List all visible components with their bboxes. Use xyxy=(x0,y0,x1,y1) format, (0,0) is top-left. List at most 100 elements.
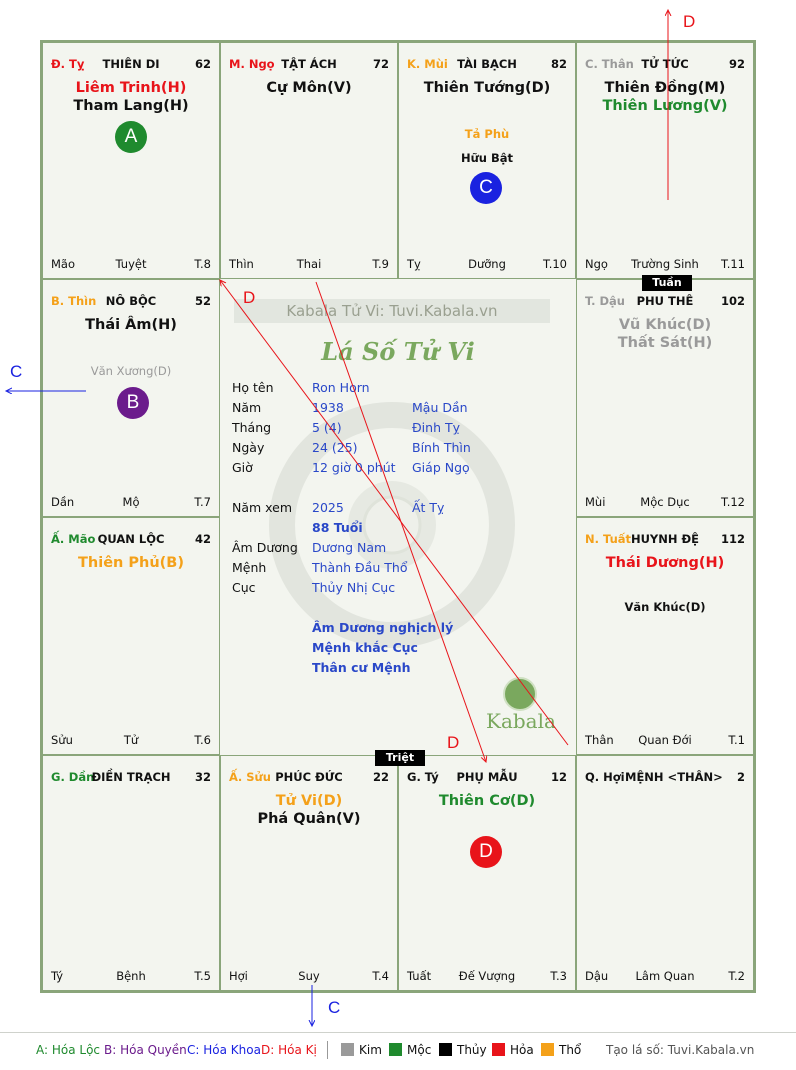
palace-branch: Ấ. Mão xyxy=(51,532,96,546)
stage-branch: Hợi xyxy=(229,969,248,983)
main-star: Vũ Khúc(D) xyxy=(618,317,712,333)
palace-age: 22 xyxy=(372,770,389,784)
palace-branch: T. Dậu xyxy=(585,294,625,308)
legend-tho: Thổ xyxy=(541,1043,581,1057)
chart-title: Lá Số Tử Vi xyxy=(321,337,475,366)
hoa-khoa-marker: C xyxy=(470,172,502,204)
stage-month: T.3 xyxy=(550,969,567,983)
stage-month: T.2 xyxy=(728,969,745,983)
thuy-swatch-icon xyxy=(439,1043,452,1056)
main-star: Liêm Trinh(H) xyxy=(75,80,187,96)
kabala-brand: Kabala xyxy=(486,709,556,733)
info-label: Ngày xyxy=(232,440,265,455)
palace-age: 102 xyxy=(720,294,745,308)
palace-branch: Đ. Tỵ xyxy=(51,57,85,71)
main-star: Thiên Cơ(D) xyxy=(438,793,536,809)
info-value: Thủy Nhị Cục xyxy=(312,580,396,595)
palace-branch: N. Tuất xyxy=(585,532,632,546)
life-stage: Mộ xyxy=(122,495,140,509)
chart-note: Thân cư Mệnh xyxy=(312,660,411,675)
minor-star: Văn Khúc(D) xyxy=(624,600,706,614)
life-stage: Đế Vượng xyxy=(458,969,516,983)
main-star: Thiên Tướng(D) xyxy=(423,80,551,96)
hoa-loc-marker: A xyxy=(115,121,147,153)
info-label: Âm Dương xyxy=(232,540,298,555)
main-star: Thái Âm(H) xyxy=(85,317,177,333)
palace-age: 112 xyxy=(720,532,745,546)
legend-divider xyxy=(0,1032,796,1033)
palace-name: MỆNH <THÂN> xyxy=(625,770,723,784)
age-value: 88 Tuổi xyxy=(312,520,363,535)
hoa-khoa-arrow-label: C xyxy=(328,998,341,1017)
life-stage: Tuyệt xyxy=(115,257,147,271)
info-value: Ron Horn xyxy=(312,380,370,395)
triet-tag: Triệt xyxy=(375,750,425,766)
info-value: 1938 xyxy=(312,400,344,415)
legend-kim: Kim xyxy=(341,1043,382,1057)
main-star: Cự Môn(V) xyxy=(266,80,352,96)
life-stage: Trường Sinh xyxy=(631,257,699,271)
stage-month: T.9 xyxy=(372,257,389,271)
kabala-logo-icon xyxy=(503,677,537,711)
stage-branch: Tỵ xyxy=(407,257,421,271)
palace-name: TẬT ÁCH xyxy=(281,57,337,71)
stage-branch: Sửu xyxy=(51,733,73,747)
info-label: Cục xyxy=(232,580,256,595)
hoa-ki-marker: D xyxy=(470,836,502,868)
palace-age: 92 xyxy=(728,57,745,71)
stage-month: T.12 xyxy=(721,495,745,509)
info-extra: Giáp Ngọ xyxy=(412,460,470,475)
info-label: Mệnh xyxy=(232,560,267,575)
palace-name: NÔ BỘC xyxy=(105,294,157,308)
palace-phu-the[interactable]: T. Dậu PHU THÊ 102 Vũ Khúc(D) Thất Sát(H) M… xyxy=(576,279,754,517)
palace-name: HUYNH ĐỆ xyxy=(630,532,700,546)
hoa-swatch-icon xyxy=(492,1043,505,1056)
info-label: Năm xem xyxy=(232,500,293,515)
palace-thien-di[interactable]: Đ. Tỵ THIÊN DI 62 Liêm Trinh(H) Tham Lang(H… xyxy=(42,42,220,279)
main-star: Tham Lang(H) xyxy=(73,98,189,114)
palace-name: ĐIỀN TRẠCH xyxy=(91,770,171,784)
palace-name: PHÚC ĐỨC xyxy=(275,770,343,784)
legend-hoa: Hỏa xyxy=(492,1043,534,1057)
life-stage: Lâm Quan xyxy=(635,969,695,983)
palace-name: PHU THÊ xyxy=(636,294,694,308)
legend-hoa-loc: A: Hóa Lộc xyxy=(36,1043,101,1057)
palace-branch: C. Thân xyxy=(585,57,634,71)
palace-branch: Q. Hợi xyxy=(585,770,625,784)
legend-thuy: Thủy xyxy=(439,1043,487,1057)
palace-age: 62 xyxy=(194,57,211,71)
palace-age: 72 xyxy=(372,57,389,71)
tho-swatch-icon xyxy=(541,1043,554,1056)
palace-name: TÀI BẠCH xyxy=(457,57,517,71)
main-star: Thiên Lương(V) xyxy=(602,98,728,114)
stage-branch: Mão xyxy=(51,257,76,271)
palace-name: THIÊN DI xyxy=(102,57,160,71)
site-link[interactable]: Tạo lá số: Tuvi.Kabala.vn xyxy=(606,1043,755,1057)
hoa-ki-arrow-label: D xyxy=(683,12,696,31)
stage-month: T.8 xyxy=(194,257,211,271)
palace-branch: G. Dần xyxy=(51,770,95,784)
life-stage: Mộc Dục xyxy=(640,495,690,509)
main-star: Thất Sát(H) xyxy=(617,335,713,351)
tuan-tag: Tuần xyxy=(642,275,692,291)
stage-month: T.4 xyxy=(372,969,389,983)
legend-hoa-khoa: C: Hóa Khoa xyxy=(187,1043,261,1057)
life-stage: Tử xyxy=(123,733,139,747)
life-stage: Suy xyxy=(298,969,320,983)
palace-branch: B. Thìn xyxy=(51,294,97,308)
hoa-ki-arrow-label: D xyxy=(243,288,256,307)
info-value: Thành Đầu Thổ xyxy=(312,560,408,575)
life-stage: Quan Đới xyxy=(638,733,692,747)
info-label: Tháng xyxy=(232,420,272,435)
palace-name: TỬ TỨC xyxy=(641,57,689,71)
